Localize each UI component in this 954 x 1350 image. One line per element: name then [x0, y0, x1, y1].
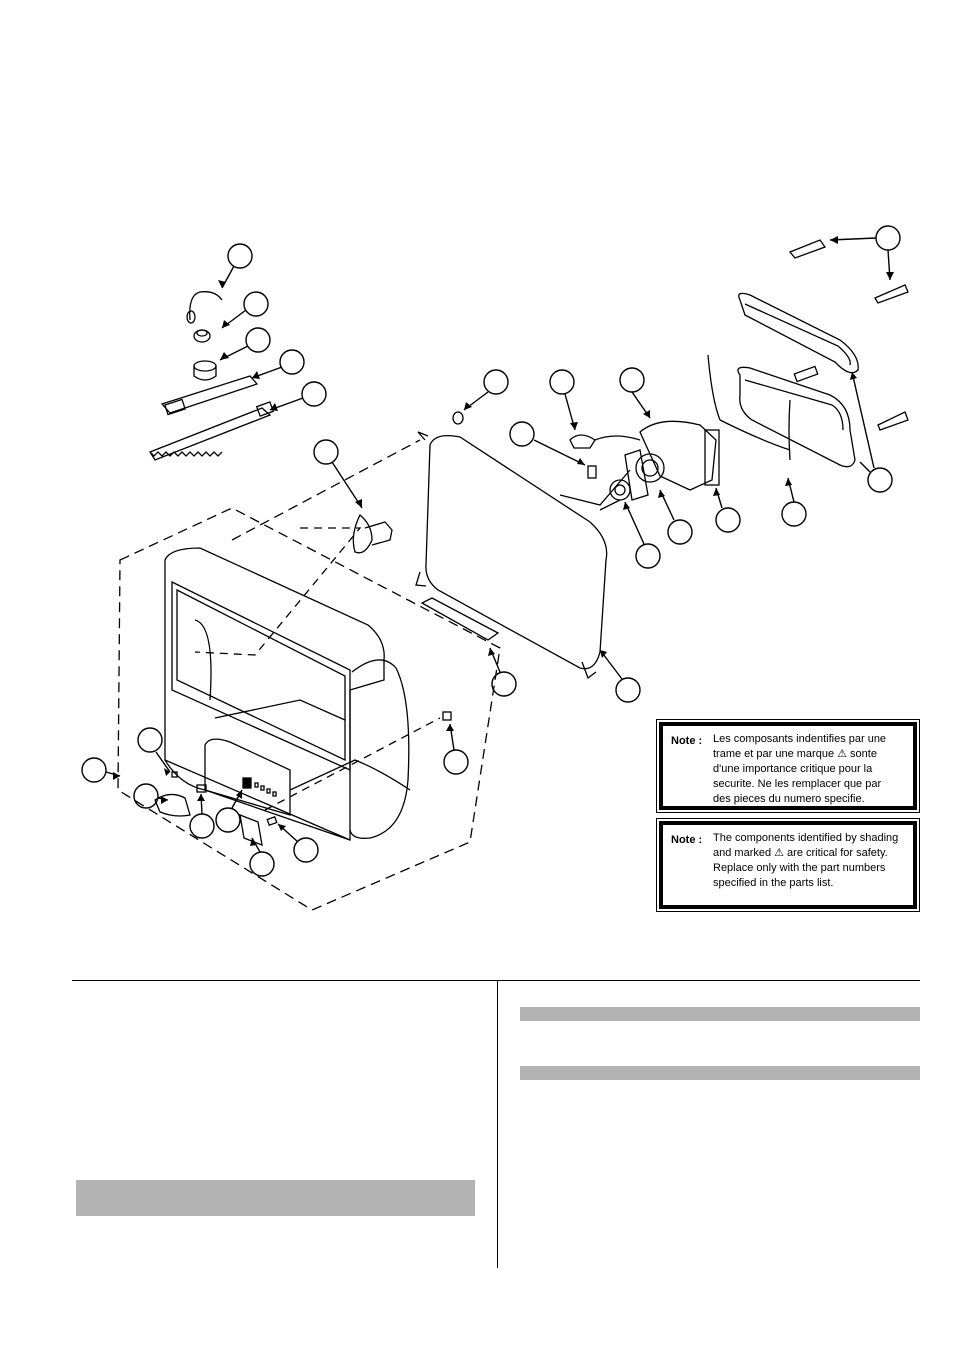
degauss-coil	[707, 292, 859, 468]
horizontal-rule	[72, 980, 920, 981]
callout-bubble	[635, 543, 661, 569]
callout-bubble	[81, 757, 107, 783]
arrowheads	[113, 236, 894, 846]
clip-top-a	[788, 239, 827, 259]
callout-bubble	[249, 851, 275, 877]
clip-top-b	[874, 284, 909, 304]
callout-bubble	[215, 807, 241, 833]
gray-bar-right-2	[520, 1066, 920, 1080]
callout-bubble	[715, 507, 741, 533]
led-part	[171, 771, 178, 778]
vertical-divider	[497, 980, 498, 1268]
tv-front-cabinet	[164, 547, 411, 841]
callout-bubble	[781, 501, 807, 527]
clip-right	[877, 411, 909, 431]
callout-bubble	[867, 467, 893, 493]
callout-bubble	[443, 749, 469, 775]
callout-bubble	[667, 519, 693, 545]
accessory-knob	[193, 329, 211, 343]
dashed-link-tube	[231, 439, 421, 541]
callout-bubble	[243, 291, 269, 317]
callout-bubble	[875, 225, 901, 251]
callout-bubble	[509, 421, 535, 447]
accessory-strap	[149, 401, 275, 461]
neck-assembly	[569, 420, 720, 501]
door-part	[239, 813, 263, 847]
power-button-part	[196, 784, 207, 793]
speaker	[352, 513, 393, 554]
callout-bubble	[137, 727, 163, 753]
callout-bubble	[293, 837, 319, 863]
right-clip-part	[442, 711, 452, 721]
callout-bubble	[615, 677, 641, 703]
callout-bubble	[133, 783, 159, 809]
tube-strip	[420, 597, 500, 641]
accessory-battery-holder	[160, 375, 259, 416]
callout-bubble	[189, 813, 215, 839]
cabinet-dashed-outline	[117, 507, 501, 911]
bracket-on-coil	[793, 365, 819, 383]
note-text: The components identified by shading and…	[713, 832, 899, 889]
callout-bubble	[619, 367, 645, 393]
accessory-headphones	[186, 291, 223, 324]
front-bracket	[154, 793, 191, 817]
exploded-view-diagram	[81, 225, 909, 911]
note-box-english: Note : The components identified by shad…	[656, 818, 920, 912]
dashed-link-board	[264, 717, 441, 811]
note-text: Les composants indentifies par une trame…	[713, 733, 887, 805]
small-button-part	[266, 815, 278, 827]
picture-tube	[415, 431, 631, 680]
grommet	[452, 411, 464, 425]
note-label: Note :	[671, 735, 703, 747]
note-box-french: Note : Les composants indentifies par un…	[656, 719, 920, 813]
accessory-cap	[193, 360, 217, 381]
dashed-link-speaker	[194, 527, 362, 656]
callout-bubble	[491, 671, 517, 697]
callout-bubble	[483, 369, 509, 395]
callout-bubble	[313, 439, 339, 465]
note-label: Note :	[671, 834, 703, 846]
gray-bar-right-1	[520, 1007, 920, 1021]
gray-bar-left	[76, 1180, 475, 1216]
callout-bubble	[245, 327, 271, 353]
callout-bubble	[279, 349, 305, 375]
callout-bubble	[549, 369, 575, 395]
callout-bubble	[227, 243, 253, 269]
callout-bubble	[301, 381, 327, 407]
